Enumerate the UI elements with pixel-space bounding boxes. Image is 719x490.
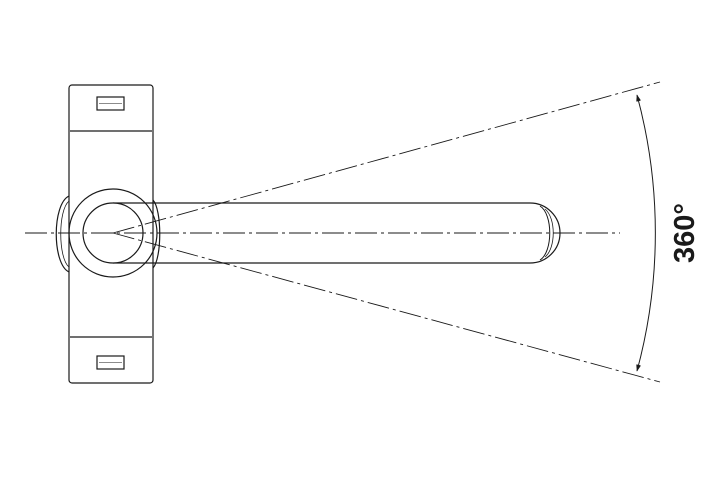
rotation-angle-arc (636, 94, 656, 372)
right-body-bulge (152, 199, 161, 269)
top-fixing-slot (96, 96, 125, 111)
bottom-fixing-slot (96, 355, 125, 370)
upper-rotation-line (112, 81, 661, 234)
rotation-angle-label: 360° (669, 203, 701, 263)
left-body-bulge-inner (60, 200, 70, 268)
lower-rotation-line (112, 232, 661, 383)
left-body-bulge (55, 195, 70, 273)
spout-tip-ring (539, 205, 551, 261)
